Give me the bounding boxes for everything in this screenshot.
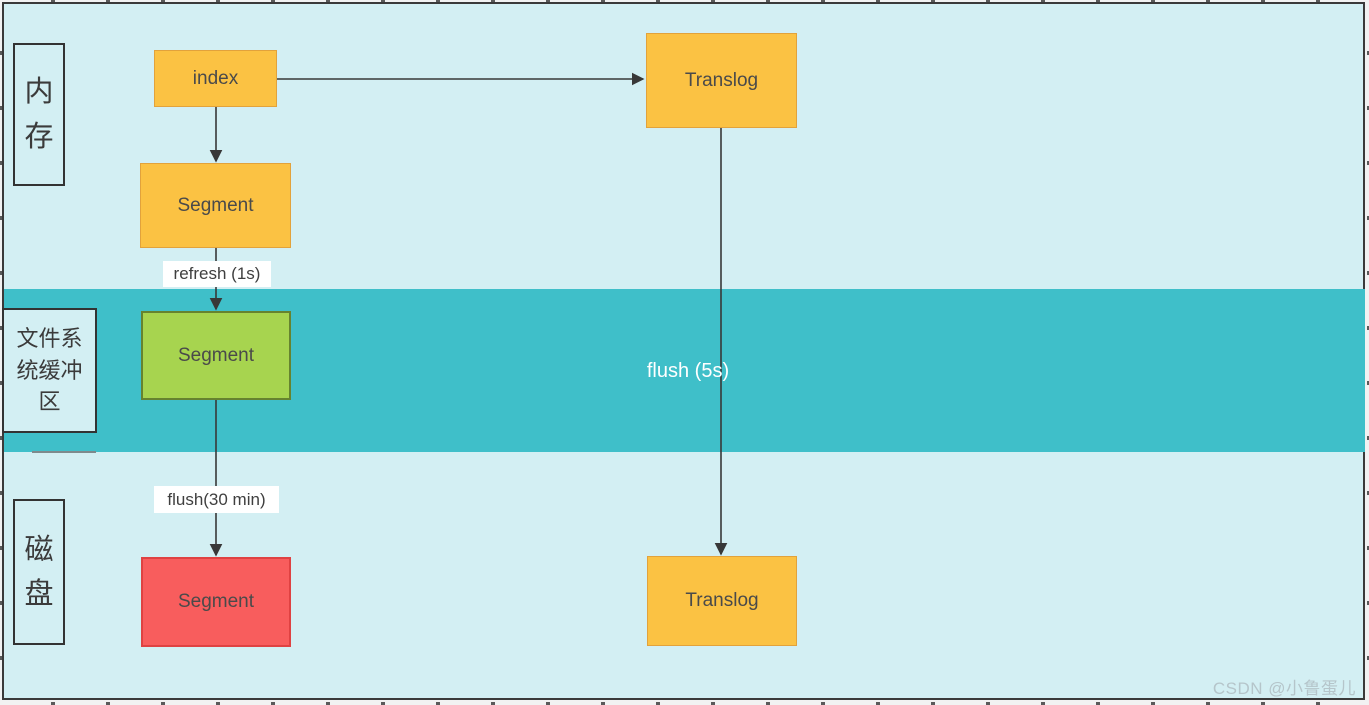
fs-label-underline	[32, 451, 96, 453]
zone-label-text: 存	[24, 120, 54, 153]
zone-label-filesystem-cache: 文件系 统缓冲 区	[2, 308, 97, 433]
zone-label-text: 区	[38, 389, 61, 415]
edge-label-refresh: refresh (1s)	[163, 261, 271, 287]
edge-label-flush-30min: flush(30 min)	[154, 486, 279, 513]
node-label: index	[192, 67, 239, 89]
zone-label-text: 统缓冲	[16, 357, 83, 383]
node-segment-disk: Segment	[141, 557, 291, 647]
zone-label-text: 盘	[24, 578, 54, 610]
zone-label-text: 磁	[24, 533, 54, 566]
node-label: Translog	[684, 69, 759, 91]
watermark: CSDN @小鲁蛋儿	[1212, 679, 1356, 698]
node-segment-fs-cache: Segment	[141, 311, 291, 400]
edge-label-flush-5s: flush (5s)	[646, 359, 730, 382]
node-segment-memory: Segment	[140, 163, 291, 248]
node-label: Segment	[177, 194, 254, 216]
node-translog-disk: Translog	[647, 556, 797, 646]
node-index: index	[154, 50, 277, 107]
zone-label-text: 内	[24, 76, 54, 109]
zone-label-disk: 磁 盘	[13, 499, 65, 645]
zone-label-text: 文件系	[16, 325, 83, 351]
node-label: Translog	[685, 590, 759, 611]
zone-label-memory: 内 存	[13, 43, 65, 186]
node-label: Segment	[177, 591, 255, 612]
node-translog-memory: Translog	[646, 33, 797, 128]
node-label: Segment	[177, 344, 255, 366]
